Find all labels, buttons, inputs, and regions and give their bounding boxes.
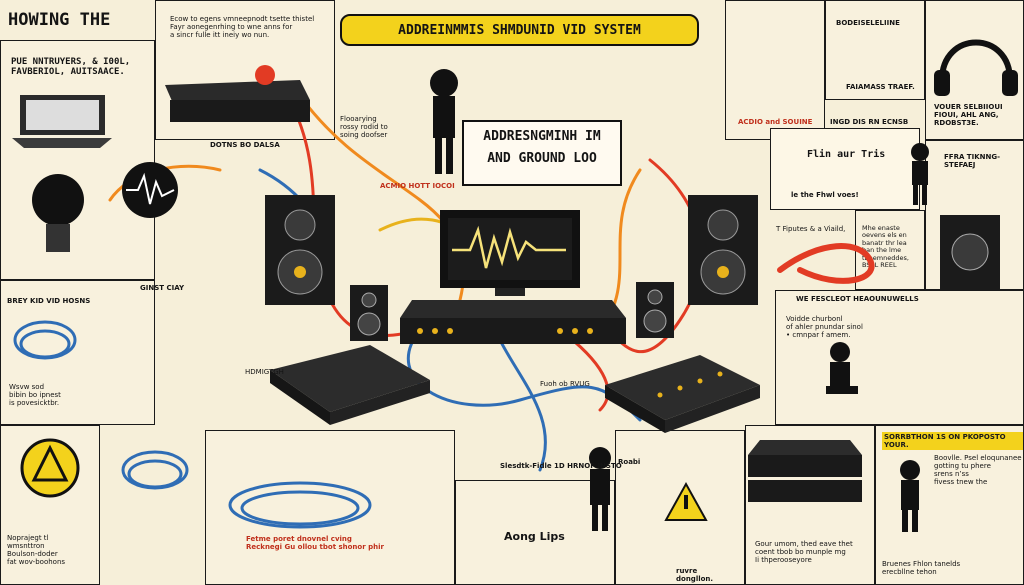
hdmi-label: HDMIGTGH [245, 368, 284, 376]
aur-title: Flin aur Tris [807, 149, 886, 160]
banner-title: ADDREINMMIS SHMDUNID VID SYSTEM [398, 22, 641, 38]
ginst-clay-label: GINST CIAY [140, 284, 185, 292]
top-note-2: Flooarying rossy rodid to soing doofser [340, 115, 388, 140]
bottom-right-panel: SORRBTHON 1S ON PKOPOSTO YOUR. Boovlle. … [875, 425, 1024, 585]
list-note: FAIAMASS TRAEF. [846, 83, 915, 91]
ground-loop-coil [228, 481, 372, 529]
top-note-3: ACDIO and SOUINE [738, 118, 813, 126]
sorrbthon-label: SORRBTHON 1S ON PKOPOSTO YOUR. [882, 432, 1023, 451]
ingd-label: INGD DIS RN ECNSB [830, 118, 909, 126]
aur-caption: le the Fhwl voes! [791, 191, 859, 199]
bottom-tag: Roabi [618, 458, 641, 466]
person-far-right [911, 143, 929, 205]
bottom-left-text: Noprajegt tl wmsnttron Boulson-doder fat… [7, 534, 66, 567]
speaker-left [265, 195, 335, 305]
kerise-panel: WE FESCLEOT HEAOUNUWELLS Voidde churbonl… [775, 290, 1024, 425]
bottom-right-note: Boovlle. Psel eloqunanee gotting tu pher… [934, 454, 1022, 487]
amplifier-left [270, 345, 430, 425]
caution-icon [664, 481, 708, 521]
header-left-panel: HOWING THE [0, 0, 155, 40]
warning-icon [20, 438, 80, 498]
top-note-1: Ecow to egens vmneepnodt tsette thistel … [170, 15, 315, 40]
cable-blue-2 [498, 338, 547, 472]
step-note: FFRA TIKNNG-STEFAEJ [944, 153, 1000, 170]
wave-note: Wsvw sod bibin bo ipnest is povesicktbr. [9, 383, 61, 408]
person-desk-panel [725, 0, 825, 140]
speaker-right [688, 195, 758, 305]
speaker-far-right [940, 215, 1000, 290]
headphones-cups [934, 70, 1018, 96]
hot-label: ACMIO HOTT IOCOI [380, 182, 455, 190]
laptop-device [12, 95, 112, 148]
person-bottom [589, 447, 611, 531]
person-figure [430, 69, 458, 174]
rack-unit [748, 440, 862, 502]
shedsk-label: Slesdtk-Fidle 1D HRNOF INSTO [500, 462, 622, 470]
tfigure-label: T Fiputes & a Viaild, [776, 225, 846, 233]
bottom-right-note-2: Bruenes Fhlon tanelds erecbllne tehon [882, 560, 961, 577]
right-note: VOUER SELBIIOUI FIOUI, AHL ANG, RDOBST3E… [934, 103, 1003, 128]
lightbulb-icon [32, 174, 84, 252]
list-title: BODEISELELIINE [836, 19, 900, 27]
cable-coil-panel: Fetme poret dnovnel cving Recknegi Gu ol… [205, 430, 455, 585]
router-device [165, 65, 310, 122]
speaker-small-left [350, 285, 388, 341]
main-banner: ADDREINMMIS SHMDUNID VID SYSTEM [340, 14, 699, 46]
aur-panel: Flin aur Tris le the Fhwl voes! [770, 128, 920, 210]
brey-label: BREY KID VID HOSNS [7, 297, 91, 305]
cable-label: DOTNS BO DALSA [210, 141, 280, 149]
center-title-box: ADDRESNGMINH IM AND GROUND LOO [462, 120, 622, 186]
bottom-mid-text: Fetme poret dnovnel cving Recknegi Gu ol… [246, 535, 384, 552]
headphones-icon [939, 39, 1013, 81]
person-bottom-right [900, 460, 920, 532]
person-kneeling [826, 342, 858, 394]
speaker-small-right [636, 282, 674, 338]
hot-note: Fuoh ob RVUG [540, 380, 590, 388]
center-title-line1: ADDRESNGMINH IM [483, 129, 601, 144]
tips-lips: Aong Lips [504, 530, 565, 543]
route-note: ruvre dongllon. [676, 567, 714, 584]
top-left-text: PUE NNTRUYERS, & I00L, FAVBERIOL, AUITSA… [11, 57, 131, 78]
top-left-panel: PUE NNTRUYERS, & I00L, FAVBERIOL, AUITSA… [0, 40, 155, 280]
section-title: HOWING THE [8, 10, 111, 30]
waveform-icon [122, 162, 178, 218]
monitor-device [440, 210, 580, 296]
cable-coil [13, 320, 189, 490]
list-panel: BODEISELELIINE FAIAMASS TRAEF. [825, 0, 925, 100]
mixer-right [605, 355, 760, 433]
cable-panel: BREY KID VID HOSNS Wsvw sod bibin bo ipn… [0, 280, 155, 425]
we-note: WE FESCLEOT HEAOUNUWELLS [796, 295, 919, 303]
cable-red-loop [777, 243, 875, 284]
av-receiver [400, 300, 626, 344]
center-title-line2: AND GROUND LOO [487, 151, 597, 166]
vs-text: Gour umom, thed eave thet coent tbob bo … [755, 540, 853, 565]
tips-panel: Aong Lips [455, 480, 615, 585]
kerise-note: Voidde churbonl of ahler pnundar sinol •… [786, 315, 863, 340]
